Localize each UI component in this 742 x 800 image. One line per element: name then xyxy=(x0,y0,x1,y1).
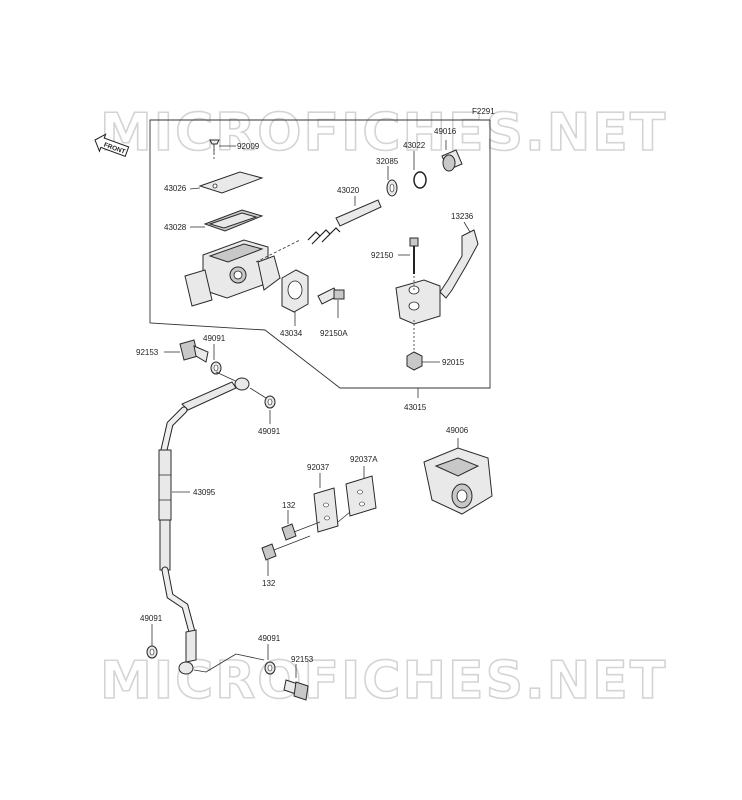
watermark-bottom: MICROFICHES.NET xyxy=(100,651,667,711)
label-92015: 92015 xyxy=(442,358,465,367)
label-49091-a: 49091 xyxy=(203,334,226,343)
piston-43020 xyxy=(255,196,382,263)
washer-49091-d xyxy=(264,644,276,675)
label-43095: 43095 xyxy=(193,488,216,497)
label-92009: 92009 xyxy=(237,142,260,151)
label-92037A: 92037A xyxy=(350,455,378,464)
master-cylinder-body xyxy=(184,239,281,307)
boot-49016 xyxy=(441,140,463,172)
reservoir-cap-43026 xyxy=(189,171,264,194)
assembly-frame-43015 xyxy=(149,119,491,389)
label-43015: 43015 xyxy=(404,403,427,412)
bracket-92037 xyxy=(313,473,339,533)
label-49016: 49016 xyxy=(434,127,457,136)
snap-ring-43022 xyxy=(413,151,427,189)
label-43028: 43028 xyxy=(164,223,187,232)
label-92037: 92037 xyxy=(307,463,330,472)
washer-32085 xyxy=(386,166,398,197)
bolt-92150 xyxy=(398,237,419,290)
brake-lever-13236 xyxy=(395,221,479,325)
label-132-a: 132 xyxy=(282,501,296,510)
bolt-92150A xyxy=(317,287,345,318)
label-43026: 43026 xyxy=(164,184,187,193)
washer-49091-a xyxy=(210,344,222,375)
nut-92015 xyxy=(406,320,440,371)
banjo-bolt-92153-top xyxy=(164,339,209,363)
label-92150A: 92150A xyxy=(320,329,348,338)
washer-49091-b xyxy=(264,395,276,424)
banjo-bolt-92153-bottom xyxy=(283,664,309,701)
bolt-132-a xyxy=(281,510,321,541)
bolt-132-b xyxy=(261,535,311,576)
label-13236: 13236 xyxy=(451,212,474,221)
label-32085: 32085 xyxy=(376,157,399,166)
watermark-top: MICROFICHES.NET xyxy=(100,103,667,163)
label-49091-c: 49091 xyxy=(140,614,163,623)
washer-49091-c xyxy=(146,624,158,659)
label-49091-b: 49091 xyxy=(258,427,281,436)
bracket-92037A xyxy=(337,466,377,523)
label-43022: 43022 xyxy=(403,141,426,150)
label-49091-d: 49091 xyxy=(258,634,281,643)
label-92150: 92150 xyxy=(371,251,394,260)
label-43034: 43034 xyxy=(280,329,303,338)
protector-49006 xyxy=(423,438,493,515)
figure-code: F2291 xyxy=(472,107,495,116)
label-92153-bottom: 92153 xyxy=(291,655,314,664)
brake-hose-43095 xyxy=(158,371,267,675)
label-49006: 49006 xyxy=(446,426,469,435)
label-132-b: 132 xyxy=(262,579,276,588)
label-43020: 43020 xyxy=(337,186,360,195)
clamp-43034 xyxy=(281,269,309,326)
diaphragm-43028 xyxy=(190,209,264,232)
screw-92009 xyxy=(209,139,236,160)
label-92153-top: 92153 xyxy=(136,348,159,357)
